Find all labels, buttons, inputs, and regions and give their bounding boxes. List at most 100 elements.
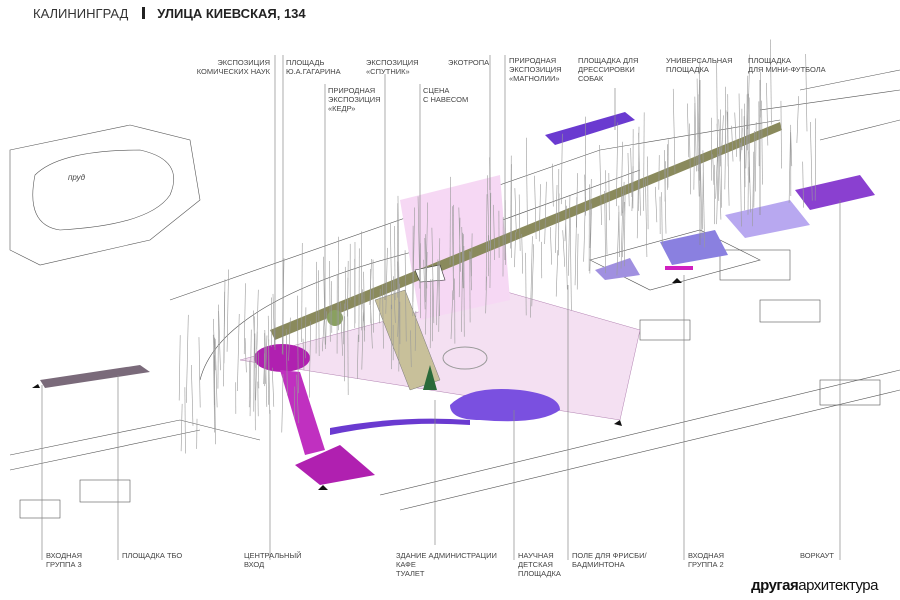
tree-trunk — [296, 374, 299, 424]
tree-trunk — [589, 179, 592, 248]
tree-trunk — [382, 284, 384, 349]
tree-trunk — [362, 289, 364, 322]
tree-trunk — [538, 184, 541, 242]
tree-trunk — [423, 259, 426, 310]
tree-trunk — [417, 196, 421, 289]
tree-trunk — [715, 154, 718, 199]
tree-trunk — [385, 247, 388, 314]
tree-trunk — [425, 234, 428, 289]
tree-trunk — [186, 314, 189, 403]
tree-trunk — [452, 206, 454, 300]
tree-trunk — [552, 163, 554, 207]
tree-trunk — [624, 185, 626, 267]
separator — [142, 7, 146, 19]
tree-trunk — [645, 178, 648, 258]
tree-trunk — [218, 304, 221, 371]
tree-trunk — [243, 283, 246, 355]
leader-lines — [41, 55, 841, 560]
tree-trunk — [226, 269, 229, 352]
tree-trunk — [654, 186, 658, 223]
tree-trunk — [810, 121, 813, 201]
entrance-2-marker — [665, 266, 693, 270]
tree-trunk — [661, 192, 663, 246]
tree-trunk — [514, 188, 517, 233]
tree-trunk — [253, 316, 255, 412]
tree-trunk — [631, 166, 634, 212]
science-playground — [450, 389, 560, 422]
tree-trunk — [198, 337, 201, 408]
tree-trunk — [796, 96, 799, 143]
tree-trunk — [694, 96, 697, 172]
tree-trunk — [738, 93, 741, 162]
tree-trunk — [178, 335, 181, 401]
tree-trunk — [325, 311, 327, 350]
tree-trunk — [244, 338, 247, 373]
tree-trunk — [510, 155, 512, 249]
tree-trunk — [620, 141, 623, 216]
tree-trunk — [696, 78, 699, 172]
entrance-3-path — [40, 365, 150, 388]
tree-trunk — [305, 307, 307, 359]
tree-trunk — [700, 159, 703, 239]
workout-area — [795, 175, 875, 210]
tree-trunk — [568, 195, 571, 276]
tree-trunk — [555, 185, 558, 253]
tree-trunk — [271, 367, 275, 407]
tree-trunk — [687, 103, 690, 158]
tree-trunk — [485, 194, 488, 291]
tree-lines — [178, 39, 817, 454]
tree-trunk — [576, 173, 578, 228]
dog-training-area — [545, 112, 635, 145]
tree-trunk — [620, 193, 624, 269]
tree-trunk — [534, 175, 537, 239]
tree-trunk — [636, 179, 639, 239]
tree-trunk — [747, 54, 751, 130]
tree-trunk — [223, 279, 226, 364]
tree-trunk — [458, 217, 461, 298]
tree-trunk — [267, 315, 271, 414]
tree-trunk — [752, 151, 755, 227]
tree-trunk — [288, 317, 291, 361]
tree-trunk — [184, 387, 186, 454]
tree-trunk — [357, 334, 359, 379]
tree-trunk — [410, 330, 412, 368]
tree-trunk — [514, 231, 516, 268]
eco-trail — [330, 418, 470, 435]
tree-trunk — [191, 365, 194, 426]
tree-trunk — [397, 283, 400, 337]
tree-trunk — [343, 303, 345, 345]
tree-trunk — [569, 218, 572, 311]
tree-trunk — [720, 109, 723, 208]
tree-trunk — [608, 172, 610, 221]
tree-trunk — [302, 338, 305, 371]
tree-trunk — [583, 197, 586, 262]
tree-trunk — [397, 195, 400, 291]
tree-trunk — [643, 112, 645, 211]
tree-trunk — [589, 203, 592, 274]
tree-trunk — [630, 147, 633, 198]
tree-trunk — [718, 147, 722, 220]
tree-trunk — [555, 250, 559, 297]
tree-trunk — [766, 82, 769, 146]
label-waste-area: ПЛОЩАДКА ТБО — [122, 551, 183, 560]
tree-trunk — [180, 403, 183, 452]
city-name: КАЛИНИНГРАД — [33, 6, 129, 21]
central-entrance-path — [280, 370, 325, 455]
label-workout: ВОРКАУТ — [800, 551, 834, 560]
tree-trunk — [788, 132, 791, 203]
tree-trunk — [605, 170, 608, 255]
tree-trunk — [404, 250, 407, 342]
tree-trunk — [437, 261, 441, 317]
tree-trunk — [390, 223, 393, 310]
central-entrance-plaza — [295, 445, 375, 485]
tree-trunk — [716, 62, 718, 151]
